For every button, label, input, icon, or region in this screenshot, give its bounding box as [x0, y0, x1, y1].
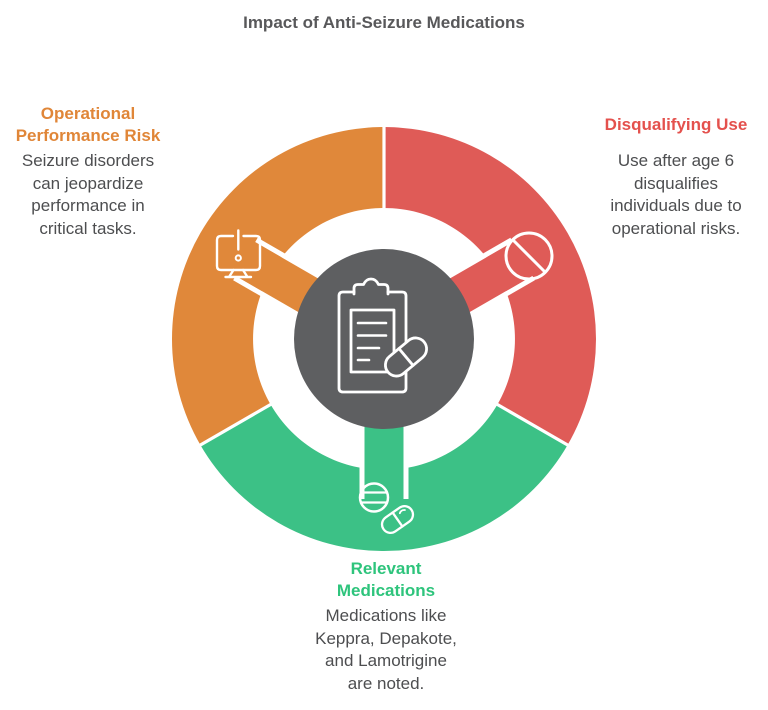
body-line: performance in [31, 196, 145, 215]
tablet-circle [358, 482, 390, 513]
body-line: disqualifies [633, 173, 719, 193]
prohibited-icon [504, 231, 554, 281]
prohibited-circle [504, 231, 554, 281]
spoke-notch [233, 275, 278, 305]
heading-line: Relevant [350, 559, 422, 578]
spoke-notch [255, 237, 300, 267]
body-line: can jeopardize [32, 173, 144, 193]
clipboard-pill-icon [337, 277, 428, 394]
body-line: Use after age 6 [617, 151, 735, 170]
segment-heading: Operational Performance Risk [0, 102, 176, 148]
hub-capsule [384, 336, 428, 378]
spoke-notch [490, 275, 535, 305]
body-line: critical tasks. [39, 218, 137, 238]
small-capsule-highlight [398, 509, 406, 515]
heading-line: Medications [336, 581, 436, 600]
segment-description: Medications like Keppra, Depakote, and L… [276, 605, 496, 695]
body-line: and Lamotrigine [325, 651, 447, 670]
exclamation-dot [234, 254, 242, 262]
clipboard-text-lines [356, 321, 388, 362]
body-line: are noted. [347, 673, 425, 693]
body-line: Keppra, Depakote, [315, 628, 457, 648]
pills-icon [358, 482, 415, 535]
hub-circle [294, 249, 474, 429]
page-title: Impact of Anti-Seizure Medications [243, 13, 525, 32]
body-line: Seizure disorders [21, 151, 155, 170]
capsule-divider [397, 347, 415, 367]
spoke-notch [468, 237, 513, 267]
monitor-frame [215, 234, 262, 272]
small-capsule-divider [391, 511, 404, 528]
spoke-disqualifying-use [439, 239, 537, 319]
segment-label-relevant-medications: Relevant Medications Medications like Ke… [276, 557, 496, 695]
spoke-notches [233, 237, 535, 499]
body-line: Medications like [325, 606, 447, 625]
segment-description: Seizure disorders can jeopardize perform… [0, 150, 176, 240]
segment-label-disqualifying-use: Disqualifying Use Use after age 6 disqua… [586, 102, 766, 240]
segment-arc-operational-performance-risk [171, 127, 384, 445]
heading-line: Operational [40, 104, 136, 123]
clipboard-clip [352, 277, 390, 296]
segment-description: Use after age 6 disqualifies individuals… [586, 150, 766, 240]
clipboard-paper [349, 308, 396, 374]
monitor-stand [224, 268, 253, 279]
small-capsule [380, 504, 415, 535]
body-line: individuals due to [610, 196, 742, 215]
monitor-alert-icon [215, 229, 262, 279]
segment-divider [194, 399, 279, 450]
heading-line: Performance Risk [15, 126, 161, 145]
segment-label-operational-performance-risk: Operational Performance Risk Seizure dis… [0, 102, 176, 240]
segment-heading: Relevant Medications [276, 557, 496, 603]
prohibited-slash [512, 239, 546, 273]
clipboard-body [337, 290, 408, 394]
body-line: operational risks. [611, 218, 741, 238]
segment-heading: Disqualifying Use [586, 102, 766, 148]
segment-dividers [194, 121, 574, 450]
tablet-score-lines [360, 491, 388, 504]
segment-divider [489, 399, 574, 450]
heading-line: Disqualifying Use [604, 115, 748, 134]
spoke-operational-performance-risk [231, 239, 329, 319]
segment-arc-disqualifying-use [384, 127, 597, 445]
